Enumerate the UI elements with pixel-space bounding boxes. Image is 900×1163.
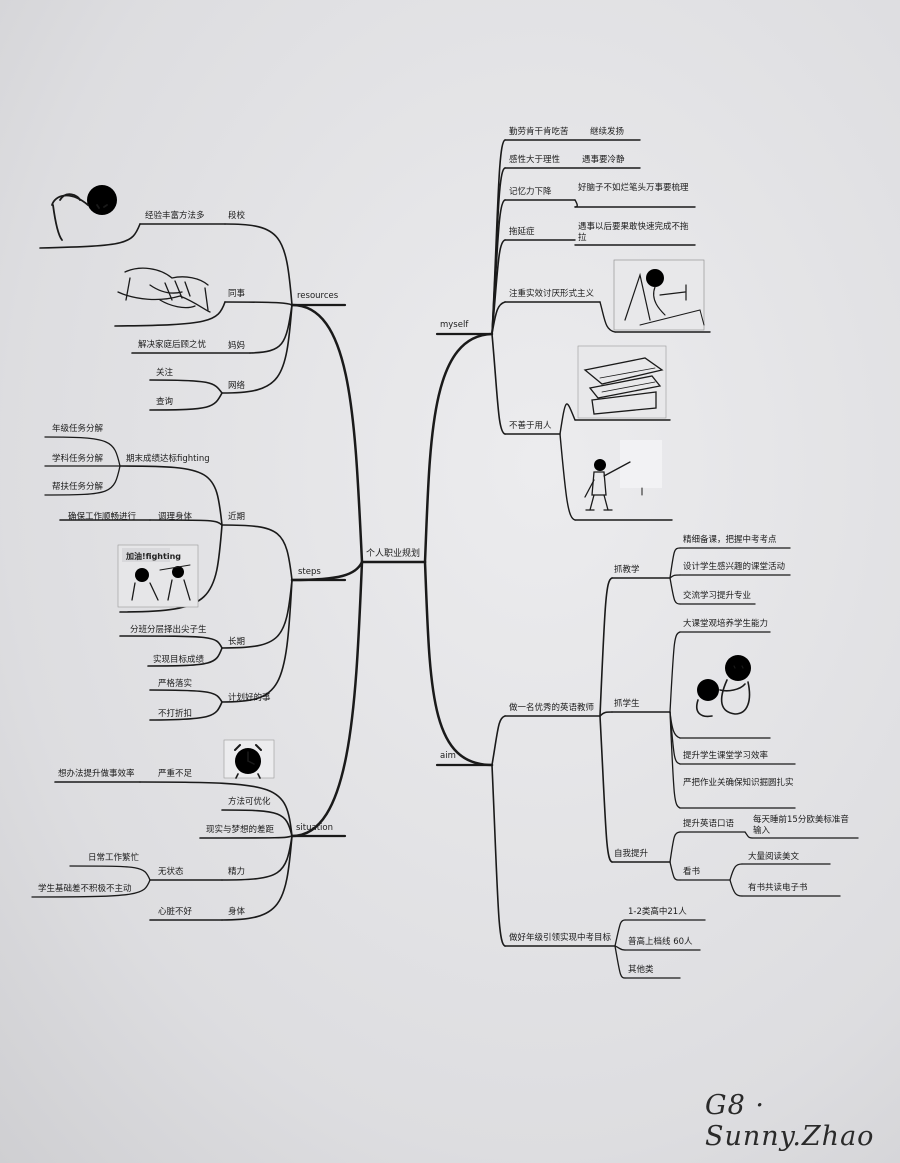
steps-s1a1[interactable]: 年级任务分解 [52, 424, 104, 434]
res-r4a[interactable]: 关注 [156, 368, 174, 378]
steps-s2b[interactable]: 实现目标成绩 [153, 655, 205, 665]
aim-a1-1c[interactable]: 交流学习提升专业 [683, 591, 752, 601]
myself-t2[interactable]: 感性大于理性 [509, 155, 561, 165]
handwritten-signature: G8 · Sunny.Zhao [705, 1090, 875, 1152]
handshake-icon [117, 267, 211, 313]
myself-t5[interactable]: 注重实效讨厌形式主义 [509, 289, 595, 299]
aim-a1-2c[interactable]: 严把作业关确保知识掘圆扎实 [683, 778, 794, 788]
res-r1[interactable]: 段校 [228, 211, 246, 221]
teacher-pointer-icon [584, 440, 662, 511]
aim-a2a[interactable]: 1-2类高中21人 [628, 907, 687, 917]
aim-a2c[interactable]: 其他类 [628, 965, 654, 975]
alarm-clock-icon [223, 739, 275, 779]
aim-a1-3b[interactable]: 看书 [683, 867, 701, 877]
aim-a1-2b[interactable]: 提升学生课堂学习效率 [683, 751, 769, 761]
branch-steps[interactable]: steps [298, 567, 321, 577]
aim-a1-3b1[interactable]: 大量阅读美文 [748, 852, 800, 862]
aim-a2[interactable]: 做好年级引领实现中考目标 [509, 933, 612, 943]
myself-t3b[interactable]: 好脑子不如烂笔头万事要梳理 [578, 183, 689, 193]
edge-center-resources [290, 303, 364, 564]
myself-t4[interactable]: 拖延症 [509, 227, 535, 237]
steps-s3a[interactable]: 严格落实 [158, 679, 193, 689]
aim-a1-1a[interactable]: 精细备课，把握中考考点 [683, 535, 777, 545]
myself-edges [491, 139, 506, 435]
aim-a1-2a[interactable]: 大课堂观培养学生能力 [683, 619, 769, 629]
cartoon-fighting-icon: 加油!fighting [117, 544, 199, 608]
steps-s1a2[interactable]: 学科任务分解 [52, 454, 104, 464]
steps-s3[interactable]: 计划好的事 [228, 693, 271, 703]
sit-u4a1[interactable]: 日常工作繁忙 [88, 853, 140, 863]
aim-a1-1[interactable]: 抓教学 [614, 565, 640, 575]
sit-u4a[interactable]: 无状态 [158, 867, 184, 877]
hug-figures-icon [696, 655, 751, 718]
res-r4b[interactable]: 查询 [156, 397, 174, 407]
edge-center-situation [290, 560, 364, 838]
sit-u2[interactable]: 方法可优化 [228, 797, 271, 807]
steps-s1[interactable]: 近期 [228, 512, 246, 522]
steps-s1b1[interactable]: 确保工作顺畅进行 [68, 512, 137, 522]
res-r3a[interactable]: 解决家庭后顾之忧 [138, 340, 207, 350]
sit-u5a[interactable]: 心脏不好 [158, 907, 193, 917]
myself-t1b[interactable]: 继续发扬 [590, 127, 625, 137]
res-r2[interactable]: 同事 [228, 289, 246, 299]
aim-a1[interactable]: 做一名优秀的英语教师 [509, 703, 595, 713]
sit-u1a[interactable]: 想办法提升做事效率 [58, 769, 135, 779]
myself-t2b[interactable]: 遇事要冷静 [582, 155, 625, 165]
book-stack-icon [577, 345, 667, 419]
aim-a1-1b[interactable]: 设计学生感兴趣的课堂活动 [683, 562, 786, 572]
res-r1a[interactable]: 经验丰富方法多 [145, 211, 205, 221]
sit-u1[interactable]: 严重不足 [158, 769, 193, 779]
branch-myself[interactable]: myself [440, 320, 469, 330]
steps-s3b[interactable]: 不打折扣 [158, 709, 193, 719]
aim-a1-3a1[interactable]: 每天睡前15分欧美标准音输入 [753, 815, 849, 836]
myself-t1[interactable]: 勤劳肯干肯吃苦 [509, 127, 569, 137]
edge-center-aim [423, 560, 494, 767]
aim-a1-3[interactable]: 自我提升 [614, 849, 649, 859]
branch-aim[interactable]: aim [440, 751, 456, 761]
branch-resources[interactable]: resources [297, 291, 339, 301]
branch-situation[interactable]: situation [296, 823, 334, 833]
steps-s1b[interactable]: 调理身体 [158, 512, 193, 522]
edge-center-myself [423, 332, 494, 564]
steps-s2[interactable]: 长期 [228, 637, 246, 647]
myself-t3[interactable]: 记忆力下降 [509, 187, 552, 197]
sit-u4[interactable]: 精力 [228, 867, 246, 877]
cartoon-painter-icon [613, 259, 705, 331]
center-node[interactable]: 个人职业规划 [366, 549, 421, 559]
res-r4[interactable]: 网络 [228, 381, 246, 391]
sit-u5[interactable]: 身体 [228, 907, 246, 917]
svg-text:加油!fighting: 加油!fighting [125, 551, 181, 561]
res-r3[interactable]: 妈妈 [228, 341, 246, 351]
stick-figure-icon [51, 185, 117, 241]
steps-s1a3[interactable]: 帮扶任务分解 [52, 482, 104, 492]
aim-a1-3b2[interactable]: 有书共读电子书 [748, 883, 808, 893]
aim-a1-2[interactable]: 抓学生 [614, 699, 640, 709]
sit-u3[interactable]: 现实与梦想的差距 [206, 825, 275, 835]
steps-s2a[interactable]: 分班分层择出尖子生 [130, 625, 207, 635]
aim-a1-3a[interactable]: 提升英语口语 [683, 819, 735, 829]
aim-a2b[interactable]: 普高上档线 60人 [628, 937, 693, 947]
steps-s1a[interactable]: 期末成绩达标fighting [126, 454, 210, 464]
myself-t4b[interactable]: 遇事以后要果敢快速完成不拖拉 [578, 222, 689, 243]
myself-t6[interactable]: 不善于用人 [509, 421, 552, 431]
sit-u4a2[interactable]: 学生基础差不积极不主动 [38, 884, 132, 894]
